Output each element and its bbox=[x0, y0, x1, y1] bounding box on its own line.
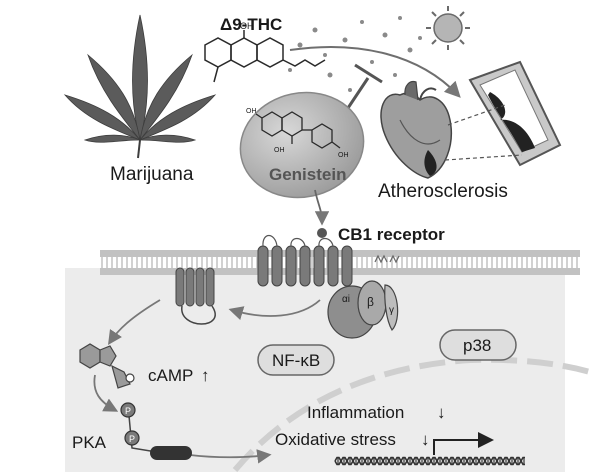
particles bbox=[288, 16, 422, 92]
label-phospho-1: P bbox=[125, 406, 131, 416]
dna-icon bbox=[334, 456, 525, 466]
label-g-alpha: αi bbox=[342, 294, 350, 305]
p38-box bbox=[439, 329, 517, 361]
label-oh-genistein-1: OH bbox=[246, 108, 257, 115]
receptor-loops bbox=[262, 234, 334, 247]
camp-up-arrow: ↑ bbox=[201, 366, 210, 385]
nfkb-box bbox=[257, 344, 335, 376]
label-genistein: Genistein bbox=[269, 165, 346, 184]
label-oh-thc: OH bbox=[240, 21, 254, 31]
thc-molecule-icon bbox=[204, 30, 326, 83]
arrow-gprotein-to-ac bbox=[228, 299, 321, 321]
label-p38: p38 bbox=[463, 336, 491, 355]
g-protein bbox=[327, 254, 400, 339]
cannabis-leaf-icon bbox=[63, 14, 217, 159]
label-g-gamma: γ bbox=[389, 305, 394, 316]
inflammation-down-arrow: ↓ bbox=[437, 403, 446, 422]
ligand-dot bbox=[317, 228, 327, 238]
label-phospho-2: P bbox=[129, 434, 135, 444]
arrow-genistein-to-receptor bbox=[314, 189, 330, 226]
adenylyl-cyclase bbox=[175, 267, 216, 325]
label-camp: cAMP bbox=[148, 366, 193, 385]
label-pka: PKA bbox=[72, 433, 107, 452]
label-atherosclerosis: Atherosclerosis bbox=[378, 181, 508, 202]
sun-icon bbox=[426, 6, 470, 50]
label-oh-genistein-3: OH bbox=[338, 152, 349, 159]
arrow-to-artery bbox=[289, 46, 461, 98]
label-oxidative-stress: Oxidative stress bbox=[275, 430, 396, 449]
arrow-pka-to-nucleus bbox=[189, 449, 272, 464]
label-cb1-receptor: CB1 receptor bbox=[338, 225, 445, 244]
genistein-blob bbox=[239, 91, 365, 199]
label-nfkb: NF-κB bbox=[272, 351, 320, 370]
dashed-connector-bottom bbox=[444, 154, 523, 161]
label-oh-genistein-2: OH bbox=[274, 147, 285, 154]
transcription-arrow bbox=[433, 432, 494, 455]
label-marijuana: Marijuana bbox=[110, 164, 194, 185]
label-thc: Δ9-THC bbox=[220, 15, 282, 34]
arrow-camp-to-pka bbox=[93, 374, 119, 412]
dashed-connector-top bbox=[447, 104, 506, 126]
camp-molecule-icon bbox=[79, 343, 135, 389]
nuclear-envelope bbox=[232, 356, 591, 472]
artery-icon bbox=[468, 60, 562, 167]
cell-membrane bbox=[100, 250, 580, 275]
heart-icon bbox=[380, 80, 452, 179]
label-g-beta: β bbox=[367, 295, 374, 309]
oxidative-stress-down-arrow: ↓ bbox=[421, 430, 430, 449]
arrow-ac-to-camp bbox=[108, 299, 161, 345]
label-inflammation: Inflammation bbox=[307, 403, 404, 422]
genistein-molecule-icon bbox=[255, 111, 341, 149]
pka-icon bbox=[120, 402, 192, 460]
cb1-receptor bbox=[257, 245, 353, 287]
